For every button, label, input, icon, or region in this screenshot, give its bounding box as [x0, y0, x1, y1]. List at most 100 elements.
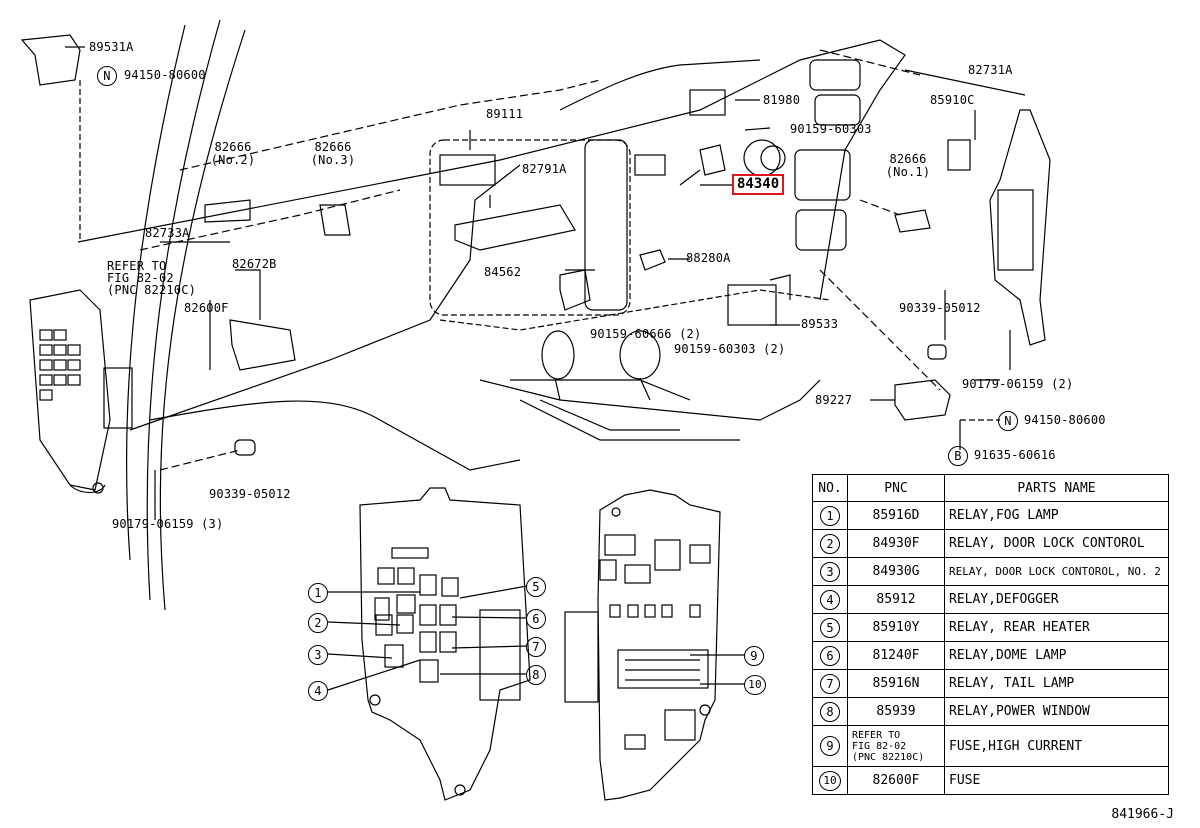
label-85910C: 85910C: [930, 93, 975, 107]
callout-9-circle: 9: [744, 646, 764, 666]
row-pnc[interactable]: 82600F: [847, 766, 945, 795]
row-pnc-refer[interactable]: REFER TO FIG 82-02 (PNC 82210C): [847, 725, 945, 767]
row-pnc[interactable]: 84930F: [847, 529, 945, 558]
table-row: 6 81240F RELAY,DOME LAMP: [812, 641, 1169, 670]
table-row: 7 85916N RELAY, TAIL LAMP: [812, 669, 1169, 698]
label-88280A: 88280A: [686, 251, 731, 265]
label-89227: 89227: [815, 393, 853, 407]
callout-8: 8: [526, 665, 546, 685]
table-row: 5 85910Y RELAY, REAR HEATER: [812, 613, 1169, 642]
row-pnc[interactable]: 85916N: [847, 669, 945, 698]
b-circle: B: [948, 446, 968, 466]
table-row: 4 85912 RELAY,DEFOGGER: [812, 585, 1169, 614]
row-name: RELAY,POWER WINDOW: [944, 697, 1169, 726]
row-name: RELAY, DOOR LOCK CONTOROL, NO. 2: [944, 557, 1169, 586]
row-name: FUSE: [944, 766, 1169, 795]
callout-2-circle: 2: [308, 613, 328, 633]
label-90339-05012-a: 90339-05012: [899, 301, 981, 315]
callout-10: 10: [744, 675, 766, 695]
row-no: 2: [820, 533, 840, 554]
label-90179-06159-b: 90179-06159 (3): [112, 517, 224, 531]
row-pnc[interactable]: 85912: [847, 585, 945, 614]
callout-4-circle: 4: [308, 681, 328, 701]
refer-line-3: (PNC 82210C): [107, 283, 197, 297]
label-89531A: 89531A: [89, 40, 134, 54]
n-marker: N: [97, 66, 117, 86]
label-90179-06159-a: 90179-06159 (2): [962, 377, 1074, 391]
b-marker: B: [948, 446, 968, 466]
table-row: 1 85916D RELAY,FOG LAMP: [812, 501, 1169, 530]
callout-2: 2: [308, 613, 328, 633]
label-82672B: 82672B: [232, 257, 277, 271]
row-no: 10: [819, 770, 841, 791]
label-90159-60303-b: 90159-60303 (2): [674, 342, 786, 356]
label-91635-60616: 91635-60616: [974, 448, 1056, 462]
callout-7-circle: 7: [526, 637, 546, 657]
label-82666-no2-sub: (No.2): [210, 153, 256, 167]
row-name: RELAY,DOME LAMP: [944, 641, 1169, 670]
label-90339-05012-b: 90339-05012: [209, 487, 291, 501]
table-row: 8 85939 RELAY,POWER WINDOW: [812, 697, 1169, 726]
label-90159-60303-a: 90159-60303: [790, 122, 872, 136]
callout-9: 9: [744, 646, 764, 666]
label-94150-80600-a: 94150-80600: [124, 68, 206, 82]
row-name: FUSE,HIGH CURRENT: [944, 725, 1169, 767]
row-name: RELAY, DOOR LOCK CONTOROL: [944, 529, 1169, 558]
label-82600F: 82600F: [184, 301, 229, 315]
row-name: RELAY,FOG LAMP: [944, 501, 1169, 530]
label-84340-highlight[interactable]: 84340: [732, 174, 785, 195]
callout-1-circle: 1: [308, 583, 328, 603]
label-84562: 84562: [484, 265, 522, 279]
label-94150-80600-b: 94150-80600: [1024, 413, 1106, 427]
n-circle-2: N: [998, 411, 1018, 431]
row-no: 7: [820, 673, 840, 694]
label-82666-no3-sub: (No.3): [310, 153, 356, 167]
callout-5: 5: [526, 577, 546, 597]
label-82666-no2: 82666: [214, 140, 252, 154]
label-90159-60666: 90159-60666 (2): [590, 327, 702, 341]
col-parts-name: PARTS NAME: [944, 474, 1169, 502]
label-82666-no1-sub: (No.1): [885, 165, 931, 179]
refer-text-1: REFER TO: [852, 729, 901, 741]
diagram-number: 841966-J: [1111, 807, 1174, 822]
row-no: 9: [820, 736, 840, 756]
callout-10-circle: 10: [744, 675, 766, 695]
row-pnc[interactable]: 81240F: [847, 641, 945, 670]
table-row: 10 82600F FUSE: [812, 766, 1169, 795]
row-pnc[interactable]: 85910Y: [847, 613, 945, 642]
row-no: 8: [820, 701, 840, 722]
row-name: RELAY, REAR HEATER: [944, 613, 1169, 642]
callout-3: 3: [308, 645, 328, 665]
row-pnc[interactable]: 85916D: [847, 501, 945, 530]
n-circle: N: [97, 66, 117, 86]
callout-4: 4: [308, 681, 328, 701]
table-row: 3 84930G RELAY, DOOR LOCK CONTOROL, NO. …: [812, 557, 1169, 586]
row-no: 6: [820, 645, 840, 666]
label-89111: 89111: [486, 107, 524, 121]
row-no: 5: [820, 617, 840, 638]
label-89533: 89533: [801, 317, 839, 331]
callout-8-circle: 8: [526, 665, 546, 685]
row-pnc[interactable]: 84930G: [847, 557, 945, 586]
row-name: RELAY,DEFOGGER: [944, 585, 1169, 614]
callout-6-circle: 6: [526, 609, 546, 629]
n-marker-2: N: [998, 411, 1018, 431]
table-row: 2 84930F RELAY, DOOR LOCK CONTOROL: [812, 529, 1169, 558]
col-no: NO.: [812, 474, 848, 502]
label-82666-no3: 82666: [314, 140, 352, 154]
callout-3-circle: 3: [308, 645, 328, 665]
label-82666-no1: 82666: [889, 152, 927, 166]
callout-1: 1: [308, 583, 328, 603]
callout-5-circle: 5: [526, 577, 546, 597]
refer-line-1: REFER TO: [107, 259, 167, 273]
refer-text-2: FIG 82-02: [852, 740, 907, 752]
row-pnc[interactable]: 85939: [847, 697, 945, 726]
label-81980: 81980: [763, 93, 801, 107]
refer-text-3: (PNC 82210C): [852, 751, 925, 763]
parts-table: NO. PNC PARTS NAME 1 85916D RELAY,FOG LA…: [812, 474, 1169, 795]
table-header: NO. PNC PARTS NAME: [812, 474, 1169, 502]
table-row: 9 REFER TO FIG 82-02 (PNC 82210C) FUSE,H…: [812, 725, 1169, 767]
row-no: 1: [820, 505, 840, 526]
